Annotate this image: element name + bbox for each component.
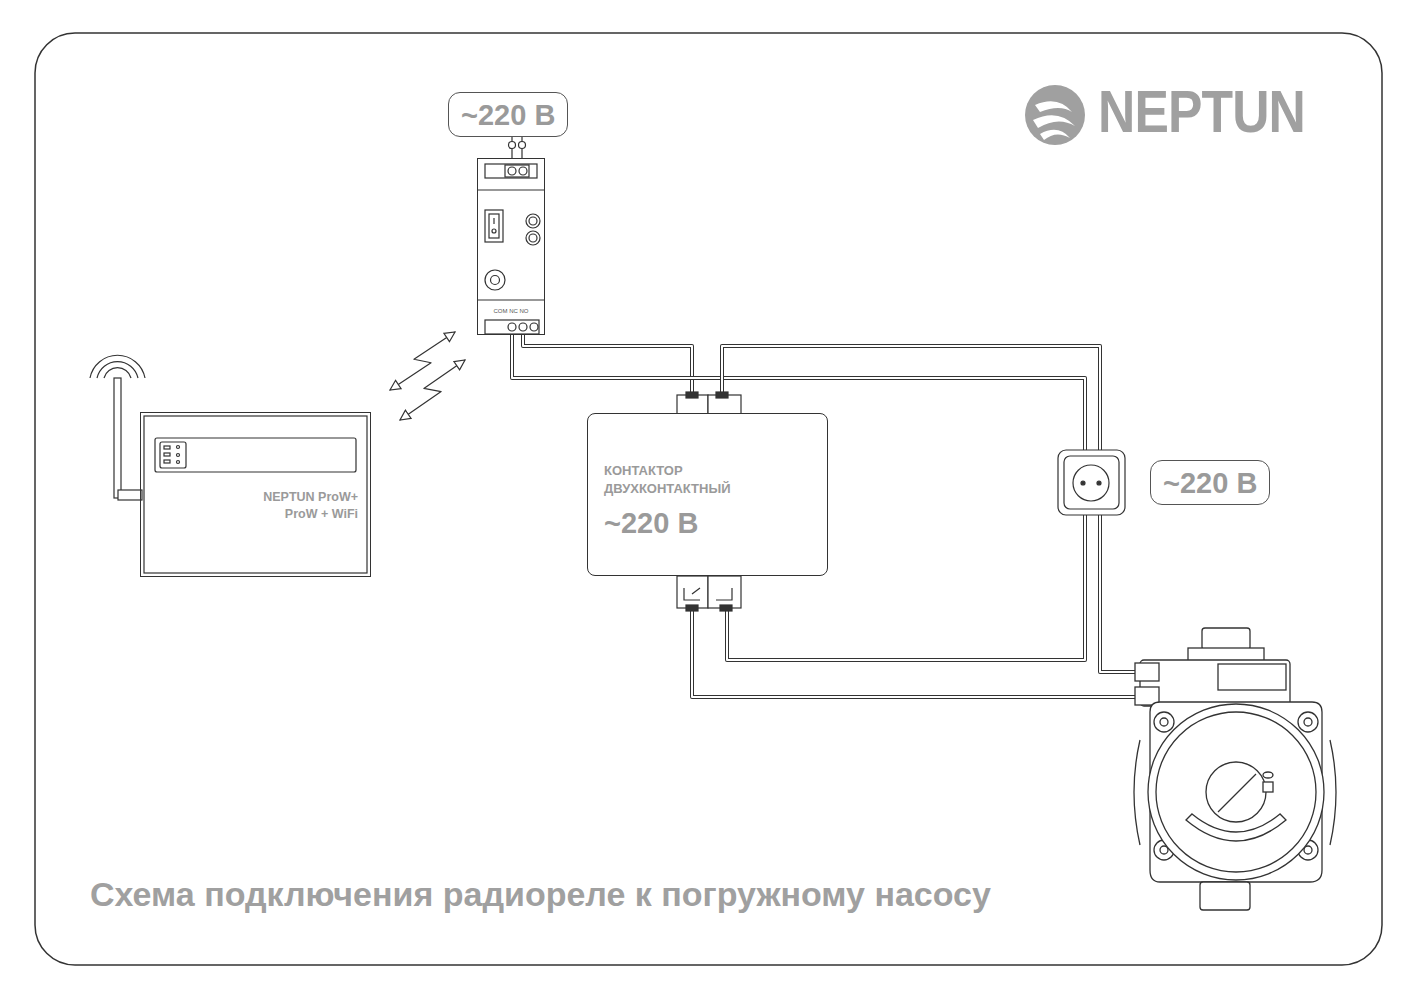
node-text: COM NC NO xyxy=(478,308,544,315)
node-text: NEPTUN ProW+ ProW + WiFi xyxy=(254,489,358,523)
node-text: КОНТАКТОР ДВУХКОНТАКТНЫЙ xyxy=(604,462,779,498)
socket xyxy=(1058,450,1125,515)
node-text: ~220 В xyxy=(604,506,698,540)
terminal-dot xyxy=(519,142,526,149)
connector xyxy=(512,335,1085,660)
node-text: ~220 В xyxy=(1163,465,1257,501)
caption: Схема подключения радиореле к погружному… xyxy=(90,873,991,915)
node-text: ~220 В xyxy=(461,97,555,133)
radio-relay xyxy=(477,164,545,334)
connector xyxy=(400,360,465,420)
voltage-box: ~220 В xyxy=(448,92,568,137)
terminal-dot xyxy=(509,142,516,149)
connector-line xyxy=(512,335,1085,660)
logo-icon xyxy=(1025,85,1085,145)
pump xyxy=(1134,628,1336,910)
connector-line xyxy=(390,332,455,390)
connector-line xyxy=(400,360,465,420)
connector-core xyxy=(523,335,692,395)
controller-box: NEPTUN ProW+ ProW + WiFi xyxy=(140,412,371,577)
page-frame xyxy=(35,33,1382,965)
contactor-box: КОНТАКТОР ДВУХКОНТАКТНЫЙ ~220 В xyxy=(587,413,828,576)
connector xyxy=(523,335,692,395)
voltage-box: ~220 В xyxy=(1150,460,1270,505)
connector xyxy=(390,332,455,390)
logo-text: NEPTUN xyxy=(1098,78,1305,146)
controller-body xyxy=(90,355,367,573)
connector-line xyxy=(523,335,692,395)
radio-relay-box: COM NC NO xyxy=(477,158,545,335)
connector-core xyxy=(512,335,1085,660)
